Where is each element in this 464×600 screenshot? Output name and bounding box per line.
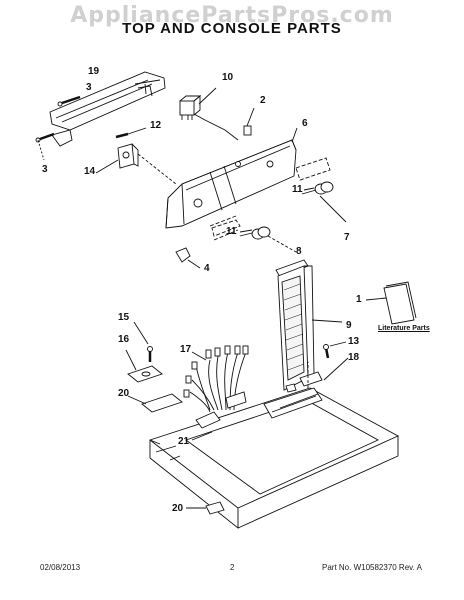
callout-17: 15 (118, 312, 130, 323)
callout-3a: 3 (86, 82, 92, 93)
part-20-pad (186, 501, 225, 515)
part-4-clip (175, 247, 201, 269)
page-title: TOP AND CONSOLE PARTS (122, 20, 342, 37)
callout-3b: 3 (42, 164, 48, 175)
callout-11b: 11 (226, 226, 237, 237)
part-11-knob-left (209, 215, 297, 253)
part-10-lint-screen-housing (275, 259, 343, 391)
callout-11a: 11 (292, 184, 303, 195)
part-6-console (165, 127, 298, 229)
footer-date: 02/08/2013 (40, 563, 81, 572)
callout-12: 12 (150, 120, 162, 131)
callout-19: 20 (118, 388, 130, 399)
part-13-screw (323, 341, 347, 359)
part-1-literature (365, 281, 417, 325)
callout-14: 14 (84, 166, 96, 177)
callout-13: 13 (348, 336, 360, 347)
callout-7: 7 (344, 232, 350, 243)
callout-2: 2 (260, 95, 266, 106)
callout-5: 19 (88, 66, 100, 77)
callout-6: 6 (302, 118, 308, 129)
watermark: AppliancePartsPros.com (70, 3, 394, 28)
footer-page-number: 2 (230, 563, 235, 572)
part-18-bracket (125, 349, 163, 383)
callout-16: 17 (180, 344, 192, 355)
part-3-screws (35, 95, 81, 161)
part-16-wire-harness (183, 345, 249, 413)
callout-8: 8 (296, 246, 302, 257)
callout-21: 21 (178, 436, 190, 447)
part-9-switch (179, 87, 239, 141)
part-15-top-panel (149, 357, 400, 529)
part-11-knob-right (295, 157, 347, 223)
callout-4: 4 (204, 263, 210, 274)
part-5-console-trim (49, 71, 166, 147)
callout-10: 9 (346, 320, 352, 331)
callout-15: 18 (348, 352, 360, 363)
literature-parts-label: Literature Parts (378, 325, 430, 332)
callout-20: 20 (172, 503, 184, 514)
footer-part-number: Part No. W10582370 Rev. A (322, 563, 422, 572)
part-19-bracket (127, 393, 183, 413)
part-12-14-bracket (95, 127, 177, 185)
callout-9: 10 (222, 72, 234, 83)
part-2-clip (243, 107, 255, 136)
part-21-leader (191, 431, 213, 441)
callout-1: 1 (356, 294, 362, 305)
callout-18: 16 (118, 334, 130, 345)
part-17-screw (133, 321, 153, 362)
